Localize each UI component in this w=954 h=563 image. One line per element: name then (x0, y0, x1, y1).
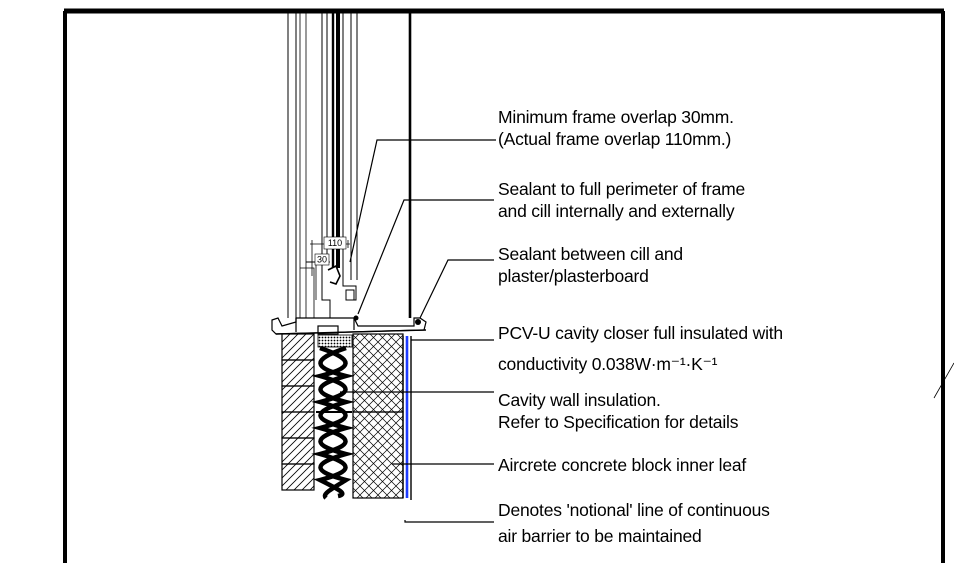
dimension-110: 110 (328, 238, 342, 248)
note-cavity-closer-line2: conductivity 0.038W·m⁻¹·K⁻¹ (498, 354, 718, 374)
annotation-leaders (340, 139, 496, 523)
note-sealant-cill-line2: plaster/plasterboard (498, 266, 649, 286)
section-cut-mark (933, 362, 954, 399)
note-frame-overlap-line1: Minimum frame overlap 30mm. (498, 107, 734, 127)
note-sealant-perimeter-line2: and cill internally and externally (498, 201, 735, 221)
note-cavity-insulation-line2: Refer to Specification for details (498, 412, 739, 432)
note-sealant-cill: Sealant between cill and plaster/plaster… (498, 243, 683, 287)
window-frame (287, 11, 358, 318)
note-sealant-perimeter-line1: Sealant to full perimeter of frame (498, 179, 746, 199)
drawing-border (63, 8, 945, 563)
internal-finish (402, 11, 412, 500)
note-frame-overlap: Minimum frame overlap 30mm. (Actual fram… (498, 106, 734, 150)
brick-outer-leaf (281, 333, 315, 491)
window-cill (271, 317, 427, 335)
note-sealant-perimeter: Sealant to full perimeter of frame and c… (498, 178, 745, 222)
note-inner-leaf-line1: Aircrete concrete block inner leaf (498, 455, 747, 475)
note-frame-overlap-line2: (Actual frame overlap 110mm.) (498, 129, 732, 149)
note-cavity-insulation: Cavity wall insulation. Refer to Specifi… (498, 389, 738, 433)
cavity-closer (317, 334, 353, 348)
cavity-insulation (311, 345, 355, 500)
note-air-barrier: Denotes 'notional' line of continuous ai… (498, 497, 770, 549)
dimension-30: 30 (317, 255, 327, 265)
sealant-beads (353, 315, 421, 325)
aircrete-inner-leaf (352, 333, 404, 499)
note-cavity-closer: PCV-U cavity closer full insulated with … (498, 318, 783, 380)
note-inner-leaf: Aircrete concrete block inner leaf (498, 454, 746, 476)
note-cavity-insulation-line1: Cavity wall insulation. (498, 390, 661, 410)
note-air-barrier-line1: Denotes 'notional' line of continuous (498, 500, 770, 520)
note-sealant-cill-line1: Sealant between cill and (498, 244, 683, 264)
note-air-barrier-line2: air barrier to be maintained (498, 526, 702, 546)
note-cavity-closer-line1: PCV-U cavity closer full insulated with (498, 323, 783, 343)
